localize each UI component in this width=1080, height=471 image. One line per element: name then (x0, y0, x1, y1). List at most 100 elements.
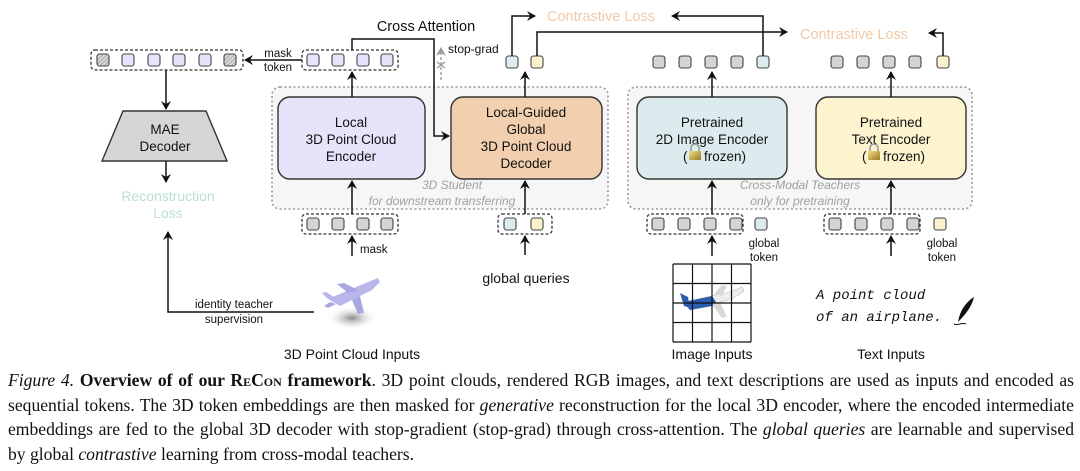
contrastive-line-image (671, 11, 764, 56)
global-decoder-line1: Local-Guided (486, 105, 566, 120)
global-token-label-text-2: token (928, 252, 956, 264)
caption-text-1: . 3D point clouds, rendered RGB images, … (8, 370, 1074, 415)
tokens (96, 53, 950, 231)
cross-attention-label: Cross Attention (377, 19, 475, 35)
global-output-token-text (530, 55, 544, 69)
text-global-token (933, 217, 947, 231)
mask-label: mask (360, 244, 388, 256)
encoded-token (356, 53, 370, 67)
image-input-token (729, 217, 743, 231)
image-global-token (754, 217, 768, 231)
global-query-token (503, 217, 517, 231)
image-token-group (646, 213, 744, 235)
global-token-label-image-2: token (750, 252, 778, 264)
lock-icon (689, 143, 701, 160)
caption-text-3: are learnable and supervised by global (8, 419, 1074, 464)
caption-em-generative: generative (479, 394, 554, 415)
image-global-output-token (756, 55, 770, 69)
visible-token (380, 217, 394, 231)
text-encoder-line1: Pretrained (860, 115, 922, 130)
point-cloud-airplane-icon (322, 278, 380, 330)
text-encoder-line3: frozen) (883, 149, 925, 164)
visible-token (331, 217, 345, 231)
identity-teacher-line (163, 231, 314, 313)
global-output-token-image (505, 55, 519, 69)
image-encoder-paren: ( (683, 149, 688, 164)
reconstruction-loss-label-1: Reconstruction (121, 188, 214, 204)
global-decoder-line4: Decoder (500, 156, 552, 171)
image-encoder-block: Pretrained 2D Image Encoder ( frozen) (636, 96, 788, 180)
caption-text-4: learning from cross-modal teachers. (156, 443, 415, 464)
local-encoder-line1: Local (335, 115, 367, 130)
contrastive-loss-label-2: Contrastive Loss (800, 27, 908, 43)
encoded-token (380, 53, 394, 67)
local-encoder-block: Local 3D Point Cloud Encoder (277, 96, 426, 180)
text-output-token (830, 55, 844, 69)
teacher-group-label: Cross-Modal Teachers (740, 178, 860, 192)
identity-teacher-label-2: supervision (205, 314, 263, 326)
lock-icon (868, 143, 880, 160)
input-text-label: Text Inputs (857, 346, 925, 362)
decoder-token (172, 53, 186, 67)
text-token-group (823, 213, 921, 235)
mask-token-label-2: token (264, 62, 292, 74)
image-input-token (677, 217, 691, 231)
global-token-label-text-1: global (927, 238, 958, 250)
text-input-token (854, 217, 868, 231)
contrastive-line-blue (511, 11, 536, 56)
image-output-token (652, 55, 666, 69)
contrastive-line-yellow (536, 27, 788, 56)
encoded-token (306, 53, 320, 67)
visible-token-group (301, 213, 399, 235)
stop-grad-label: stop-grad (448, 42, 499, 56)
framework-name: ReCon (230, 370, 282, 390)
text-output-token (856, 55, 870, 69)
mae-decoder-line1: MAE (150, 122, 179, 137)
caption-em-contrastive: contrastive (78, 443, 157, 464)
identity-teacher-label-1: identity teacher (195, 299, 273, 311)
global-decoder-line2: Global (506, 122, 545, 137)
text-input-token (828, 217, 842, 231)
visible-token (306, 217, 320, 231)
image-input-grid (672, 263, 752, 343)
cross-attention-line (351, 38, 450, 141)
global-decoder-block: Local-Guided Global 3D Point Cloud Decod… (450, 96, 603, 180)
mae-decoder-line2: Decoder (139, 139, 191, 154)
mask-token-label-1: mask (264, 48, 292, 60)
input-3d-label: 3D Point Cloud Inputs (284, 346, 420, 362)
image-encoder-line3: frozen) (704, 149, 746, 164)
text-encoder-line2: Text Encoder (852, 132, 931, 147)
text-output-token (908, 55, 922, 69)
recon-diagram: 3D Student for downstream transferring C… (90, 9, 974, 362)
text-input-line2: of an airplane. (816, 310, 942, 326)
caption-title: Overview of of our ReCon framework (80, 370, 372, 390)
text-input-line1: A point cloud (815, 288, 926, 304)
contrastive-line-text (928, 28, 944, 56)
caption-em-global-queries: global queries (762, 419, 866, 439)
reconstruction-loss-label-2: Loss (153, 205, 183, 221)
mask-token (96, 53, 110, 67)
caption-title-pre: Overview of of our (79, 370, 231, 390)
caption-title-post: framework (281, 370, 372, 390)
mae-decoder-block: MAE Decoder (100, 110, 229, 162)
figure-label: Figure 4. (8, 370, 75, 390)
image-input-token (651, 217, 665, 231)
image-output-token (704, 55, 718, 69)
student-group-sublabel: for downstream transferring (369, 194, 516, 208)
quill-pen-icon (953, 297, 974, 326)
image-output-token (678, 55, 692, 69)
stop-grad-indicator (436, 47, 446, 80)
encoded-token (331, 53, 345, 67)
decoder-token (198, 53, 212, 67)
global-token-label-image-1: global (749, 238, 780, 250)
local-encoder-line3: Encoder (326, 149, 377, 164)
image-output-token (730, 55, 744, 69)
global-query-token (530, 217, 544, 231)
figure-caption: Figure 4. Overview of of our ReCon frame… (8, 368, 1074, 466)
text-output-token (882, 55, 896, 69)
text-encoder-paren: ( (862, 149, 867, 164)
image-encoder-line2: 2D Image Encoder (656, 132, 769, 147)
image-input-token (703, 217, 717, 231)
image-encoder-line1: Pretrained (681, 115, 743, 130)
global-decoder-line3: 3D Point Cloud (481, 139, 572, 154)
